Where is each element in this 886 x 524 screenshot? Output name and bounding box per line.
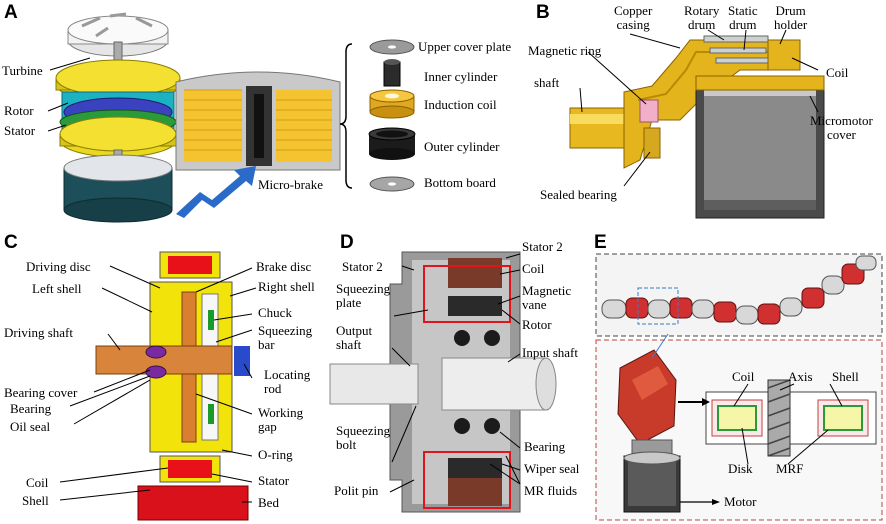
label-wiper-seal: Wiper seal	[524, 461, 580, 476]
rotor-stator-stack	[55, 59, 181, 165]
panel-e-leaders	[733, 383, 843, 465]
coil-top	[448, 258, 502, 288]
label-locating-rod: Locating rod	[264, 367, 311, 396]
panel-b-illustration	[569, 29, 825, 219]
label-output-shaft: Output shaft	[336, 323, 373, 352]
label-disk: Disk	[728, 461, 753, 476]
label-stator-c: Stator	[258, 473, 290, 488]
panel-e: E	[592, 230, 886, 524]
sealed-bearing-part	[643, 127, 661, 159]
label-rotor: Rotor	[4, 103, 34, 118]
label-squeezing-plate: Squeezing plate	[336, 281, 391, 310]
panel-d-letter: D	[340, 232, 354, 253]
label-axis: Axis	[788, 369, 813, 384]
label-coil: Coil	[826, 65, 849, 80]
label-mrf: MRF	[776, 461, 804, 476]
label-rotary-drum: Rotary drum	[684, 3, 720, 32]
label-bearing-d: Bearing	[524, 439, 566, 454]
label-bearing-cover: Bearing cover	[4, 385, 78, 400]
input-shaft-part	[441, 357, 547, 411]
snake-robot	[601, 255, 877, 325]
label-micromotor-cover: Micromotor cover	[810, 113, 873, 142]
label-outer-cylinder: Outer cylinder	[424, 139, 500, 154]
label-brake-disc: Brake disc	[256, 259, 312, 274]
exploded-parts	[368, 39, 416, 192]
label-working-gap: Working gap	[258, 405, 304, 434]
label-shell-e: Shell	[832, 369, 859, 384]
panel-c: C	[0, 230, 330, 524]
output-shaft-part	[329, 363, 419, 405]
coil-bottom	[448, 476, 502, 506]
zoom-indicator	[637, 287, 679, 325]
copper-casing-body	[623, 39, 801, 169]
label-driving-disc: Driving disc	[26, 259, 91, 274]
label-squeezing-bolt: Squeezing bolt	[336, 423, 391, 452]
label-coil-c: Coil	[26, 475, 49, 490]
panel-c-letter: C	[4, 232, 18, 253]
label-magnetic-vane: Magnetic vane	[522, 283, 572, 312]
label-turbine: Turbine	[2, 63, 43, 78]
label-drum-holder: Drum holder	[774, 3, 808, 32]
label-sealed-bearing: Sealed bearing	[540, 187, 617, 202]
label-shell-c: Shell	[22, 493, 49, 508]
panel-a: A	[0, 0, 520, 230]
panel-c-illustration	[59, 251, 257, 521]
rotor-part	[448, 296, 502, 316]
brake-cross-section	[175, 71, 341, 171]
bed-part	[137, 485, 249, 521]
label-shaft: shaft	[534, 75, 560, 90]
panel-a-illustration	[47, 12, 416, 223]
panel-b-leaders	[579, 29, 819, 187]
label-oil-seal: Oil seal	[10, 419, 51, 434]
label-input-shaft: Input shaft	[522, 345, 578, 360]
panel-b-letter: B	[536, 2, 550, 23]
panel-d-illustration	[329, 251, 557, 513]
panel-d-leaders	[389, 253, 521, 493]
panel-c-leaders	[59, 265, 257, 503]
base-cylinder	[63, 154, 173, 223]
label-magnetic-ring: Magnetic ring	[528, 43, 602, 58]
drum-holder-part	[767, 39, 801, 71]
label-static-drum: Static drum	[728, 3, 758, 32]
label-polit-pin: Polit pin	[334, 483, 379, 498]
label-driving-shaft: Driving shaft	[4, 325, 73, 340]
label-rotor-d: Rotor	[522, 317, 552, 332]
mr-fluid-box-bottom	[423, 451, 511, 509]
label-o-ring: O-ring	[258, 447, 293, 462]
label-mr-fluids: MR fluids	[524, 483, 578, 498]
panel-d: D	[329, 230, 592, 524]
brake-cross-section-e	[705, 379, 877, 457]
label-stator: Stator	[4, 123, 36, 138]
label-bearing: Bearing	[10, 401, 52, 416]
label-induction-coil: Induction coil	[424, 97, 497, 112]
turbine-part	[67, 12, 169, 67]
label-copper-casing: Copper casing	[614, 3, 653, 32]
label-bottom-board: Bottom board	[424, 175, 496, 190]
label-coil-d: Coil	[522, 261, 545, 276]
panel-e-letter: E	[594, 232, 607, 253]
panel-a-leaders	[47, 57, 91, 132]
drum-assembly	[703, 35, 769, 64]
label-inner-cylinder: Inner cylinder	[424, 69, 498, 84]
panel-a-letter: A	[4, 2, 18, 23]
panel-e-illustration	[595, 253, 883, 521]
joint-module	[617, 349, 681, 513]
label-upper-cover-plate: Upper cover plate	[418, 39, 512, 54]
label-left-shell: Left shell	[32, 281, 82, 296]
zoom-line	[651, 333, 669, 359]
label-chuck: Chuck	[258, 305, 292, 320]
label-motor: Motor	[724, 494, 757, 509]
label-right-shell: Right shell	[258, 279, 315, 294]
label-stator-2-left: Stator 2	[342, 259, 383, 274]
label-micro-brake: Micro-brake	[258, 177, 323, 192]
mr-fluid-box-top	[423, 265, 511, 323]
label-coil-e: Coil	[732, 369, 755, 384]
panel-b: B	[520, 0, 886, 230]
exploded-view-brace	[339, 43, 353, 189]
label-squeezing-bar: Squeezing bar	[258, 323, 313, 352]
micro-brake-arrow	[176, 166, 256, 218]
magnetic-ring-part	[639, 99, 659, 123]
label-stator-2-top: Stator 2	[522, 239, 563, 254]
label-bed: Bed	[258, 495, 279, 510]
